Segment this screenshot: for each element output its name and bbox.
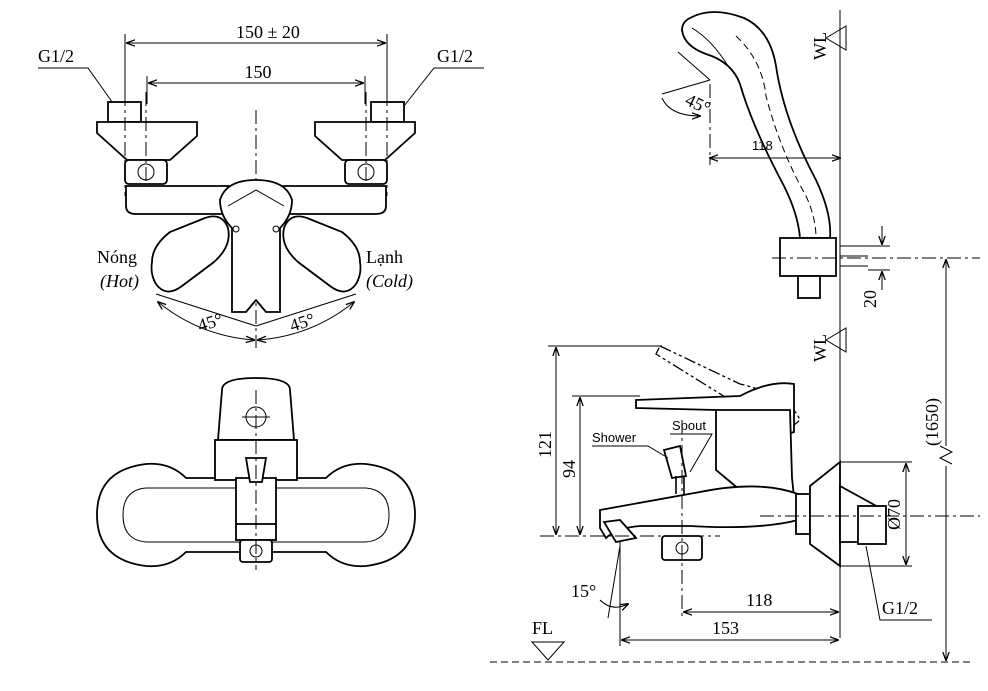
cold-label-en: (Cold)	[366, 271, 413, 292]
top-view: 150 ± 20 150 G1/2 G1/2	[38, 22, 484, 348]
thread-label-left: G1/2	[38, 46, 74, 66]
dim-118: 118	[746, 590, 772, 610]
shower-label: Shower	[592, 430, 637, 445]
thread-label-right: G1/2	[437, 46, 473, 66]
side-thread-label: G1/2	[882, 598, 918, 618]
dim-153: 153	[712, 618, 739, 638]
front-view	[96, 377, 416, 570]
fl-label: FL	[532, 618, 553, 638]
cold-label: Lạnh	[366, 247, 403, 267]
angle-15: 15°	[571, 581, 596, 601]
shower-dim-118: 118	[752, 138, 773, 153]
wl-mid-label: WL	[810, 334, 830, 362]
dim-70: Ø70	[884, 499, 904, 530]
dim-150: 150	[245, 62, 272, 82]
shower-angle: 45°	[682, 89, 713, 118]
dim-121: 121	[535, 431, 555, 458]
dim-94: 94	[559, 460, 579, 478]
shower-head-view: 118 45° WL 20	[661, 11, 980, 308]
spout-label: Spout	[672, 418, 706, 433]
side-view: WL Shower Spout 121 94	[490, 260, 980, 663]
dim-1650: (1650)	[922, 398, 943, 446]
angle-left: 45°	[195, 309, 225, 336]
hot-label-en: (Hot)	[100, 271, 139, 292]
hot-label: Nóng	[97, 247, 137, 267]
dim-20: 20	[860, 290, 880, 308]
dim-150-20: 150 ± 20	[236, 22, 300, 42]
wl-top-label: WL	[810, 32, 830, 60]
angle-right: 45°	[287, 309, 317, 336]
